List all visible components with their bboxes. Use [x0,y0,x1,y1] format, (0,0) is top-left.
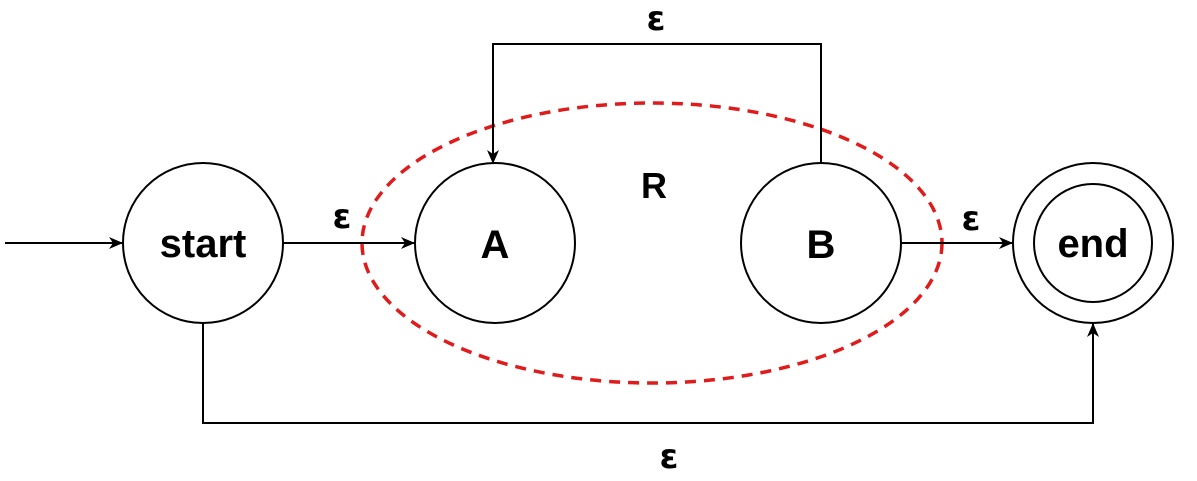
state-a: A [414,162,576,324]
region-r-label: R [641,165,667,206]
state-start: start [122,162,284,324]
state-end-label: end [1057,222,1128,266]
state-a-circle [414,162,576,324]
state-b-circle [740,162,902,324]
state-start-label: start [160,222,247,266]
edge-start-to-a-label: ε [333,197,352,237]
state-end: end [1012,162,1174,324]
state-b: B [740,162,902,324]
state-b-label: B [807,223,836,267]
edge-b-to-a-loop [487,43,822,164]
state-a-label: A [481,223,510,267]
state-start-circle [122,162,284,324]
edge-b-to-end-label: ε [962,199,981,239]
state-end-inner-circle [1033,183,1153,303]
edge-start-to-end [202,323,1099,424]
edge-start-to-end-label: ε [660,437,679,477]
edge-b-to-a-loop-label: ε [647,0,666,39]
